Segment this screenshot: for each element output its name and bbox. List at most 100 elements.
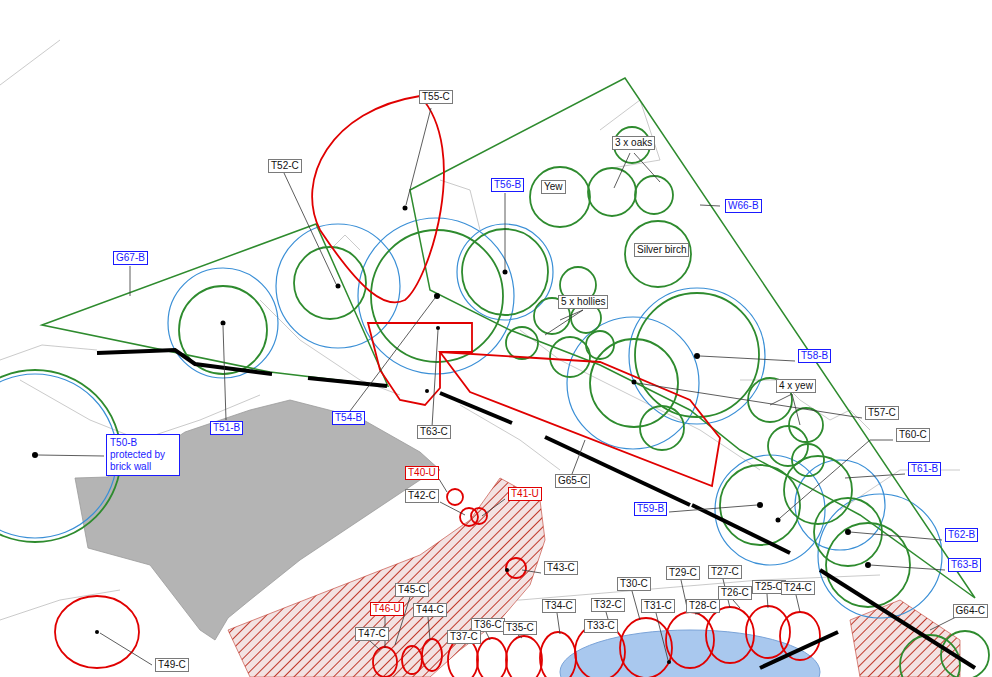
tag-text: T37-C bbox=[450, 631, 478, 643]
tree-tag: T43-C bbox=[544, 561, 578, 575]
tag-text: G65-C bbox=[558, 475, 587, 487]
tag-text: T27-C bbox=[711, 566, 739, 578]
root-circles bbox=[0, 218, 942, 618]
tag-text: T29-C bbox=[669, 567, 697, 579]
tag-text: T57-C bbox=[868, 407, 896, 419]
tag-text: 3 x oaks bbox=[615, 137, 652, 149]
leader-lines bbox=[38, 108, 960, 665]
tree-tag: T55-C bbox=[419, 90, 453, 104]
tree-tag-retained: T58-B bbox=[798, 349, 831, 363]
tree-tag: T47-C bbox=[355, 627, 389, 641]
tree-tag-removed: T46-U bbox=[370, 602, 404, 616]
tag-text: T41-U bbox=[511, 488, 539, 500]
tag-text: T54-B bbox=[335, 412, 362, 424]
tag-text: T63-B bbox=[951, 559, 978, 571]
tree-tag-retained: W66-B bbox=[725, 199, 762, 213]
hatched-area bbox=[228, 478, 545, 677]
tag-text: T34-C bbox=[545, 600, 573, 612]
tree-tag: Yew bbox=[541, 180, 566, 194]
tag-text: T60-C bbox=[899, 429, 927, 441]
tag-text: G64-C bbox=[956, 605, 985, 617]
tag-text: T30-C bbox=[620, 578, 648, 590]
tree-tag-retained: T59-B bbox=[634, 502, 667, 516]
tag-text: T61-B bbox=[911, 463, 938, 475]
tag-text: T25-C bbox=[755, 581, 783, 593]
tree-tag-removed: T40-U bbox=[405, 466, 439, 480]
canopy-circles bbox=[0, 127, 989, 677]
tree-tag: T31-C bbox=[641, 599, 675, 613]
tree-tag-retained: G67-B bbox=[113, 251, 148, 265]
tree-tag-retained: T51-B bbox=[210, 421, 243, 435]
tree-tag: T24-C bbox=[781, 581, 815, 595]
tree-note-box: T50-B protected by brick wall bbox=[106, 434, 180, 476]
building bbox=[75, 400, 440, 640]
tree-tag: T45-C bbox=[395, 583, 429, 597]
tag-text: 5 x hollies bbox=[561, 296, 605, 308]
tag-text: T55-C bbox=[422, 91, 450, 103]
tree-tag-retained: T61-B bbox=[908, 462, 941, 476]
tag-text: T33-C bbox=[587, 620, 615, 632]
tree-tag: T28-C bbox=[686, 599, 720, 613]
tag-text: T52-C bbox=[271, 160, 299, 172]
tag-text: T28-C bbox=[689, 600, 717, 612]
tree-tag: G64-C bbox=[953, 604, 988, 618]
tag-text: G67-B bbox=[116, 252, 145, 264]
tree-tag: T30-C bbox=[617, 577, 651, 591]
tag-text: T62-B bbox=[948, 529, 975, 541]
tag-text: T44-C bbox=[416, 604, 444, 616]
removal-outline bbox=[55, 96, 820, 677]
tree-group-outline bbox=[42, 78, 975, 598]
tag-text: T26-C bbox=[721, 587, 749, 599]
tree-tag-retained: T56-B bbox=[491, 178, 524, 192]
tree-tag: T26-C bbox=[718, 586, 752, 600]
tree-stems bbox=[32, 206, 871, 665]
tree-tag: T33-C bbox=[584, 619, 618, 633]
tree-tag: T57-C bbox=[865, 406, 899, 420]
tree-tag-retained: T54-B bbox=[332, 411, 365, 425]
tree-tag: 3 x oaks bbox=[612, 136, 655, 150]
tree-tag: T44-C bbox=[413, 603, 447, 617]
tree-tag: T49-C bbox=[155, 658, 189, 672]
tag-text: T42-C bbox=[408, 490, 436, 502]
tag-text: 4 x yew bbox=[779, 380, 813, 392]
tree-tag-removed: T41-U bbox=[508, 487, 542, 501]
tag-text: Silver birch bbox=[637, 244, 686, 256]
tag-text: T63-C bbox=[420, 426, 448, 438]
tree-tag: T42-C bbox=[405, 489, 439, 503]
tag-text: T43-C bbox=[547, 562, 575, 574]
tree-tag: 5 x hollies bbox=[558, 295, 608, 309]
wall-lines bbox=[97, 350, 975, 668]
tree-tag-retained: T62-B bbox=[945, 528, 978, 542]
tag-text: Yew bbox=[544, 181, 563, 193]
tag-text: T47-C bbox=[358, 628, 386, 640]
tree-tag: T52-C bbox=[268, 159, 302, 173]
tag-text: T56-B bbox=[494, 179, 521, 191]
tag-text: T32-C bbox=[594, 599, 622, 611]
tag-text: T59-B bbox=[637, 503, 664, 515]
tag-text: T40-U bbox=[408, 467, 436, 479]
tag-text: W66-B bbox=[728, 200, 759, 212]
tag-text: T46-U bbox=[373, 603, 401, 615]
tree-tag: T60-C bbox=[896, 428, 930, 442]
tree-tag: T34-C bbox=[542, 599, 576, 613]
tree-tag: T35-C bbox=[503, 621, 537, 635]
tree-tag: T32-C bbox=[591, 598, 625, 612]
tree-tag: T63-C bbox=[417, 425, 451, 439]
tag-text: T58-B bbox=[801, 350, 828, 362]
tree-tag: 4 x yew bbox=[776, 379, 816, 393]
tag-text: T45-C bbox=[398, 584, 426, 596]
tag-text: T24-C bbox=[784, 582, 812, 594]
tree-tag: T27-C bbox=[708, 565, 742, 579]
tree-tag: G65-C bbox=[555, 474, 590, 488]
tree-tag: T29-C bbox=[666, 566, 700, 580]
tree-tag: T37-C bbox=[447, 630, 481, 644]
tag-text: T51-B bbox=[213, 422, 240, 434]
tree-tag-retained: T63-B bbox=[948, 558, 981, 572]
tag-text: T31-C bbox=[644, 600, 672, 612]
tag-text: T35-C bbox=[506, 622, 534, 634]
tag-text: T50-B protected by brick wall bbox=[110, 437, 176, 473]
tree-tag: Silver birch bbox=[634, 243, 689, 257]
